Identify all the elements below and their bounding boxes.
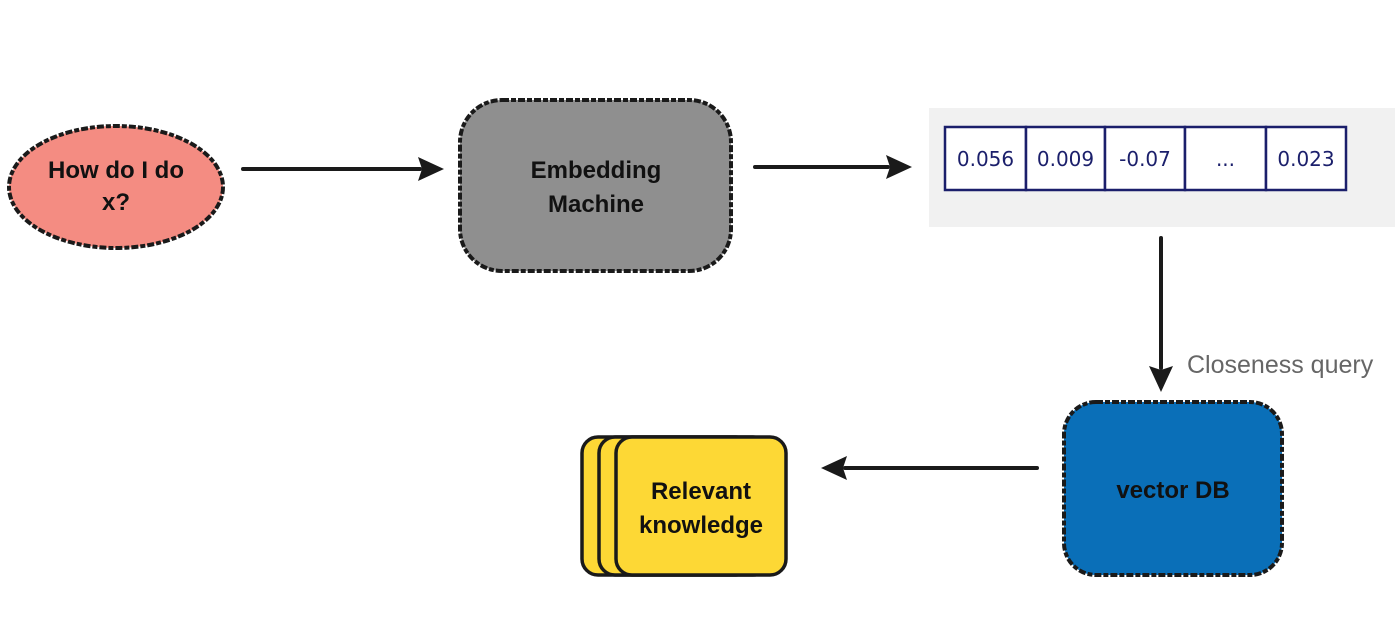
embedding-machine-box [458, 98, 733, 273]
vector-cell-value: -0.07 [1119, 147, 1171, 171]
vector-db-text: vector DB [1116, 477, 1229, 504]
vector-cell: 0.023 [1264, 125, 1348, 192]
relevant-knowledge-node: Relevant knowledge [580, 435, 788, 577]
embedding-vector: 0.056 0.009 -0.07 ... 0.023 [929, 108, 1395, 227]
arrow-question-to-embedding [241, 157, 444, 181]
arrow-vector-to-db [1149, 236, 1173, 392]
embedding-text-line1: Embedding [531, 157, 662, 184]
vector-cell-value: 0.056 [957, 147, 1014, 171]
embedding-text-line2: Machine [548, 191, 644, 218]
question-node: How do I do x? [7, 124, 225, 250]
knowledge-card-front [614, 435, 788, 577]
question-ellipse [7, 124, 225, 250]
vector-cell: 0.056 [943, 125, 1028, 192]
vector-cell-value: ... [1216, 147, 1235, 171]
arrow-db-to-knowledge [821, 456, 1039, 480]
vector-cell: 0.009 [1024, 125, 1107, 192]
vector-cell: -0.07 [1103, 125, 1187, 192]
vector-db-node: vector DB [1062, 400, 1284, 577]
embedding-machine-node: Embedding Machine [458, 98, 733, 273]
vector-cell: ... [1183, 125, 1268, 192]
knowledge-text-line2: knowledge [639, 512, 763, 539]
vector-db-box [1062, 400, 1284, 577]
vector-cell-value: 0.009 [1037, 147, 1094, 171]
knowledge-text-line1: Relevant [651, 478, 751, 505]
question-text-line2: x? [102, 189, 130, 216]
arrow-embedding-to-vector [753, 155, 912, 179]
vector-cell-value: 0.023 [1277, 147, 1334, 171]
question-text-line1: How do I do [48, 157, 184, 184]
closeness-query-label: Closeness query [1187, 351, 1374, 379]
